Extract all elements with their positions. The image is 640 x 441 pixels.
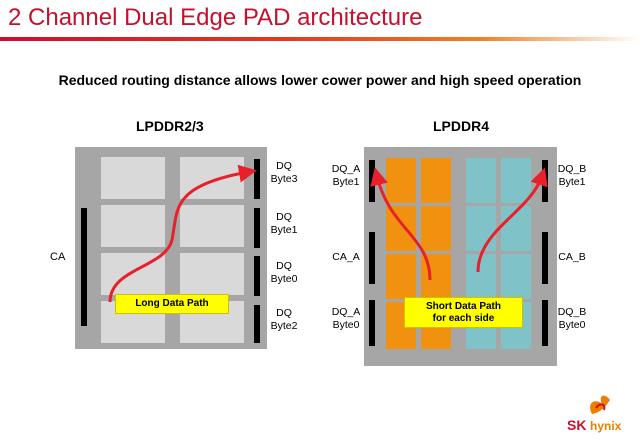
ca-label: CA	[50, 251, 66, 263]
channel-a-bank	[386, 158, 416, 203]
ca-pad	[81, 208, 87, 326]
dq-byte2-label: DQ Byte2	[270, 307, 298, 332]
lpddr4-title: LPDDR4	[433, 118, 490, 134]
channel-a-bank	[421, 206, 451, 251]
short-data-path-arrow-a	[370, 167, 432, 281]
channel-b-bank	[501, 158, 531, 203]
channel-a-bank	[386, 254, 416, 299]
ca-a-label: CA_A	[332, 251, 360, 263]
title-underline	[0, 37, 640, 41]
dq-a-byte1-label: DQ_A Byte1	[331, 163, 361, 188]
long-data-path-callout: Long Data Path	[115, 294, 229, 314]
dq-pad-byte2	[254, 305, 260, 343]
ca-b-label: CA_B	[558, 251, 586, 263]
logo-hynix: hynix	[590, 419, 622, 433]
slide-title: 2 Channel Dual Edge PAD architecture	[8, 4, 423, 31]
dq-pad-byte3	[254, 159, 260, 199]
channel-b-bank	[466, 206, 496, 251]
channel-a-bank	[386, 206, 416, 251]
dq-byte1-label: DQ Byte1	[270, 211, 298, 236]
lpddr23-bank	[180, 205, 244, 247]
ca-b-pad	[542, 232, 548, 284]
channel-b-bank	[466, 254, 496, 299]
short-data-path-callout: Short Data Path for each side	[404, 297, 523, 328]
channel-b-bank	[501, 254, 531, 299]
channel-b-bank	[466, 158, 496, 203]
ca-a-pad	[369, 232, 375, 284]
dq-pad-byte0	[254, 256, 260, 296]
dq-b-byte1-label: DQ_B Byte1	[557, 163, 587, 188]
dq-pad-byte1	[254, 208, 260, 248]
dq-a-byte0-label: DQ_A Byte0	[331, 306, 361, 331]
dq-a-byte0-pad	[369, 300, 375, 346]
dq-b-byte0-pad	[542, 300, 548, 346]
long-data-path-arrow	[108, 164, 257, 303]
lpddr23-bank	[101, 205, 165, 247]
dq-byte3-label: DQ Byte3	[270, 160, 298, 185]
lpddr23-bank	[180, 253, 244, 295]
logo-sk: SK	[567, 417, 587, 433]
subtitle: Reduced routing distance allows lower co…	[58, 72, 582, 88]
dq-byte0-label: DQ Byte0	[270, 260, 298, 285]
channel-a-bank	[421, 158, 451, 203]
lpddr23-title: LPDDR2/3	[136, 118, 204, 134]
lpddr23-bank	[101, 157, 165, 199]
dq-b-byte0-label: DQ_B Byte0	[557, 306, 587, 331]
short-data-path-arrow-b	[476, 167, 548, 273]
